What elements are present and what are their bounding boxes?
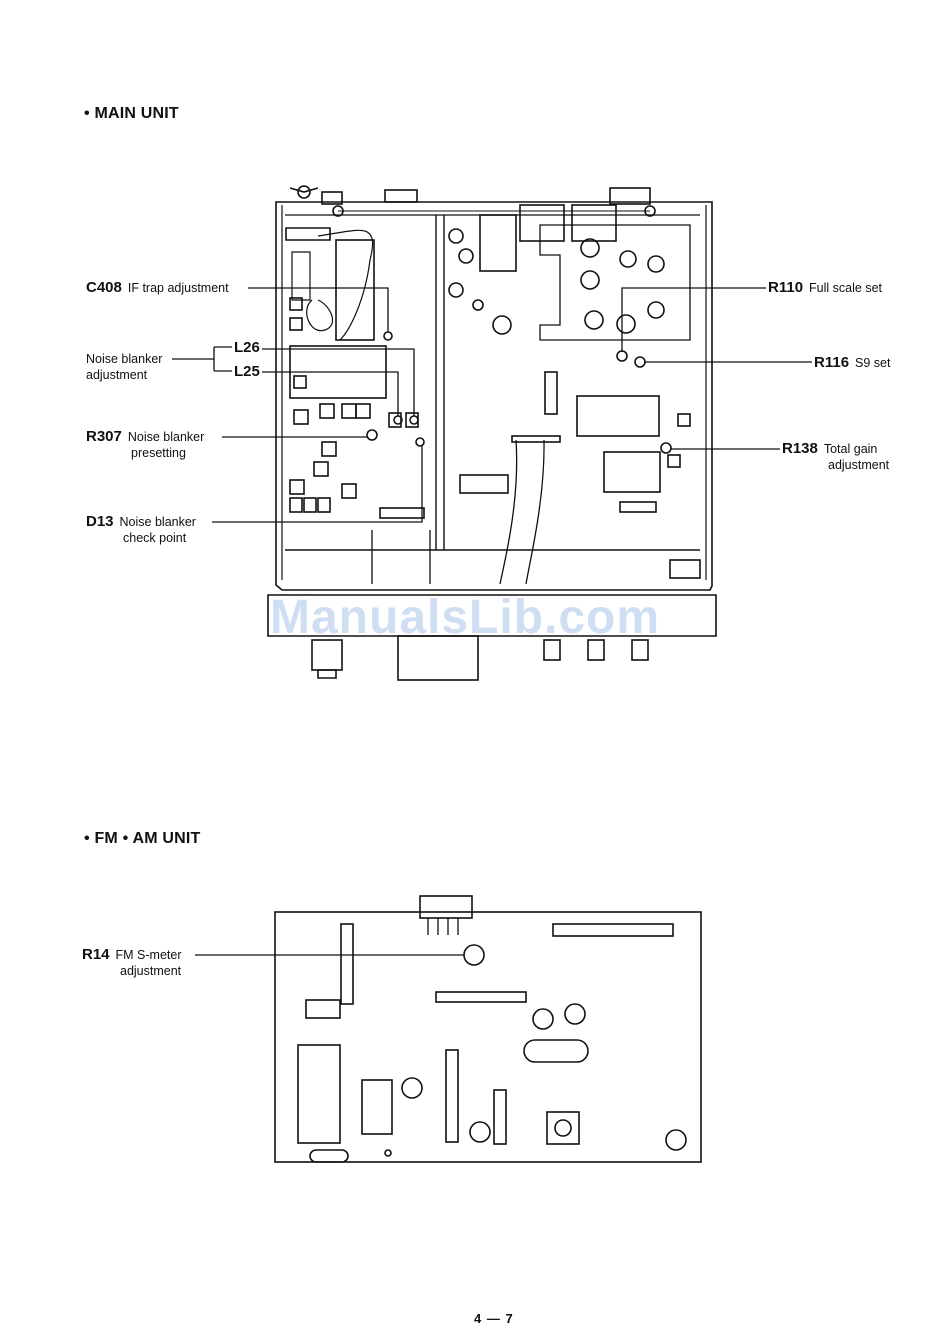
r14-ref: R14 [82,946,110,963]
r116-desc: S9 set [855,356,890,370]
r138-line1: Total gain [824,442,878,456]
r110-desc: Full scale set [809,281,882,295]
callout-l26: L26 [234,340,266,356]
callout-d13: D13 Noise blanker [86,514,196,530]
r14-line2: adjustment [120,964,181,978]
c408-ref: C408 [86,279,122,296]
r14-line1: FM S-meter [116,948,182,962]
callout-r138: R138 Total gain [782,441,877,457]
r138-line2: adjustment [828,458,889,472]
noise-blanker-adj-line2: adjustment [86,367,162,383]
d13-ref: D13 [86,513,114,530]
callout-r307: R307 Noise blanker [86,429,204,445]
callout-r110: R110 Full scale set [768,280,882,296]
r116-ref: R116 [814,354,849,371]
callout-l25: L25 [234,364,266,380]
callout-r14-line2: adjustment [120,963,181,979]
noise-blanker-adj-line1: Noise blanker [86,352,162,366]
page-number: 4 — 7 [474,1311,514,1326]
r138-ref: R138 [782,440,818,457]
callout-d13-line2: check point [123,530,186,546]
r307-line2: presetting [131,446,186,460]
callout-r116: R116 S9 set [814,355,890,371]
fm-am-unit-board [275,896,701,1162]
r110-ref: R110 [768,279,803,296]
callout-r138-line2: adjustment [828,457,889,473]
callout-c408: C408 IF trap adjustment [86,280,229,296]
callout-noise-blanker-adjustment: Noise blanker adjustment [86,351,162,383]
r307-line1: Noise blanker [128,430,204,444]
d13-line2: check point [123,531,186,545]
main-unit-leader-lines [172,288,812,522]
watermark: ManualsLib.com [270,590,660,645]
l25-ref: L25 [234,363,260,380]
l26-ref: L26 [234,339,260,356]
callout-r307-line2: presetting [131,445,186,461]
callout-r14: R14 FM S-meter [82,947,182,963]
c408-desc: IF trap adjustment [128,281,229,295]
r307-ref: R307 [86,428,122,445]
d13-line1: Noise blanker [120,515,196,529]
